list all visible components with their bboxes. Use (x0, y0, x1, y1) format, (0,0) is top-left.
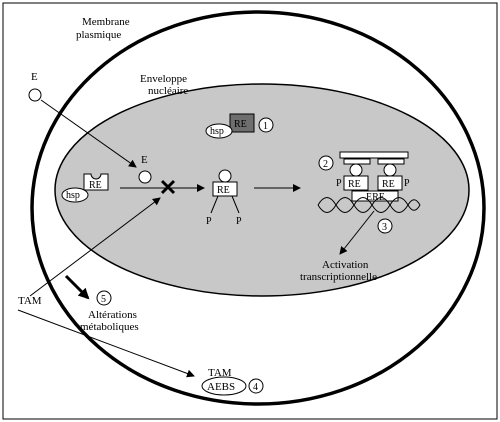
hsp-bubble-1 (205, 123, 233, 139)
envelope-label: Enveloppe nucléaire (140, 73, 190, 97)
step-1-marker (258, 117, 274, 133)
dimer-receptor-right (377, 175, 403, 191)
estrogen-entry-arrow (40, 99, 137, 168)
step-5-marker (96, 290, 112, 306)
dimer-receptor-left (343, 175, 369, 191)
step-2-marker (318, 155, 334, 171)
tam-label-left: TAM (18, 295, 42, 307)
estrogen-circle-inner (138, 170, 152, 184)
activation-arrow (339, 210, 375, 255)
dimer-receptor-right-label: RE (382, 179, 395, 190)
dna-strand-2 (317, 197, 421, 213)
tam-label-aebs: TAM (208, 367, 232, 379)
phospho-right: P (236, 216, 242, 227)
step-3-marker (377, 218, 393, 234)
step-3-number: 3 (382, 222, 387, 233)
step-5-number: 5 (101, 294, 106, 305)
phospho-left: P (206, 216, 212, 227)
phospho-line-right (231, 195, 240, 214)
receptor-bound-label: RE (217, 185, 230, 196)
metabolic-arrow (64, 274, 90, 300)
alterations-label: Altérations métaboliques (80, 309, 140, 333)
step-4-number: 4 (253, 382, 258, 393)
dimer-phospho-left: P (336, 178, 342, 189)
dimer-receptor-left-label: RE (348, 179, 361, 190)
activation-label: Activation transcriptionnelle (300, 259, 377, 283)
dimer-estrogen-right (383, 163, 397, 177)
hsp-bubble-2 (61, 187, 89, 203)
step-1-number: 1 (263, 121, 268, 132)
step-4-marker (248, 378, 264, 394)
coactivator-bar-top (339, 151, 409, 159)
receptor-with-pocket (83, 173, 109, 191)
dimer-phospho-right: P (404, 178, 410, 189)
aebs-label: AEBS (207, 381, 235, 393)
hsp-label-1: hsp (210, 126, 224, 137)
estrogen-label-outer: E (31, 71, 38, 83)
coactivator-bar-right (377, 158, 405, 165)
receptor-pocket-label: RE (89, 180, 102, 191)
hsp-label-2: hsp (66, 190, 80, 201)
dimer-estrogen-left (349, 163, 363, 177)
receptor-inactive-label: RE (234, 119, 247, 130)
phospho-line-left (210, 195, 219, 214)
tam-to-receptor-arrow (29, 197, 161, 297)
receptor-bound (212, 181, 238, 197)
nuclear-envelope (54, 83, 470, 297)
estrogen-label-inner: E (141, 154, 148, 166)
ere-label: ERE (366, 192, 385, 203)
tam-to-aebs-arrow (17, 309, 195, 378)
estrogen-circle-outer (28, 88, 42, 102)
bound-estrogen (218, 169, 232, 183)
aebs-site (201, 376, 247, 396)
coactivator-bar-left (343, 158, 371, 165)
step-2-number: 2 (323, 159, 328, 170)
membrane-label: Membrane plasmique (76, 16, 132, 41)
receptor-inactive (229, 113, 255, 133)
block-x-stroke-2 (160, 179, 176, 195)
plasma-membrane (30, 10, 486, 406)
